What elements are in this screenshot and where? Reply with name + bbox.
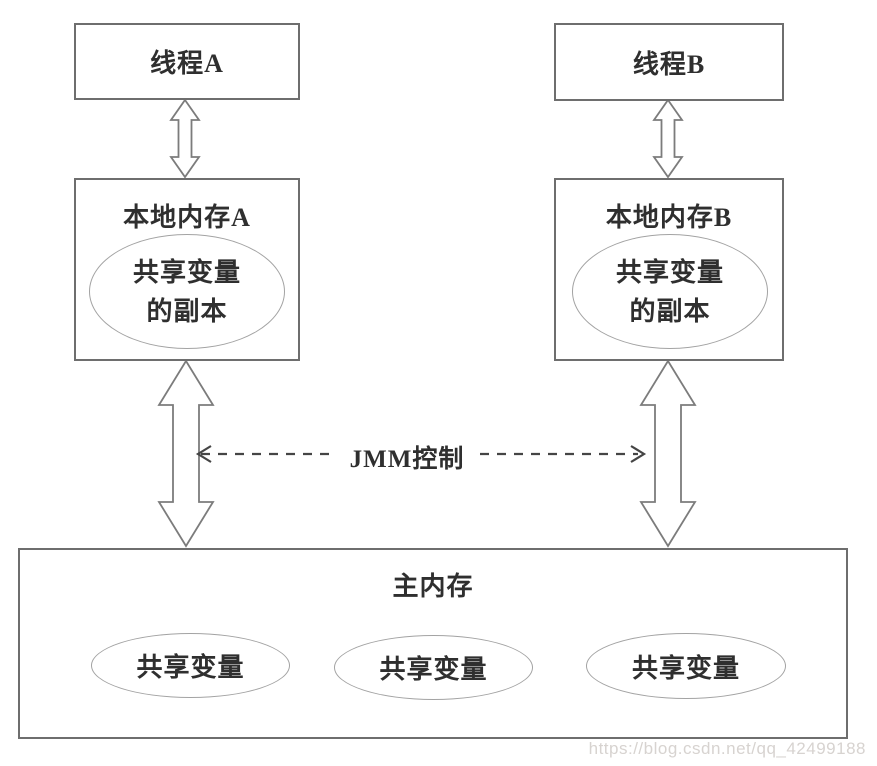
local-memory-b-box: 本地内存B 共享变量 的副本 <box>554 178 784 361</box>
shared-variable-copy-a-line1: 共享变量 <box>132 257 241 287</box>
shared-variable-label: 共享变量 <box>631 653 740 683</box>
shared-variable-copy-a-ellipse: 共享变量 的副本 <box>89 234 285 349</box>
local-memory-a-box: 本地内存A 共享变量 的副本 <box>74 178 300 361</box>
thread-a-local-memory-a-arrow <box>169 98 201 179</box>
thread-a-label: 线程A <box>150 49 224 78</box>
thread-b-box: 线程B <box>554 23 784 101</box>
main-memory-box: 主内存 共享变量 共享变量 共享变量 <box>18 548 848 739</box>
shared-variable-ellipse: 共享变量 <box>334 635 533 700</box>
shared-variable-ellipse: 共享变量 <box>586 633 786 699</box>
thread-a-box: 线程A <box>74 23 300 100</box>
local-memory-a-main-memory-arrow <box>157 359 215 548</box>
local-memory-a-title: 本地内存A <box>123 203 251 232</box>
thread-b-local-memory-b-arrow <box>652 98 684 179</box>
main-memory-title: 主内存 <box>392 572 474 601</box>
shared-variable-label: 共享变量 <box>136 653 245 682</box>
shared-variable-copy-b-line2: 的副本 <box>629 296 711 326</box>
shared-variable-label: 共享变量 <box>379 655 488 684</box>
jmm-control-label: JMM控制 <box>349 446 465 473</box>
thread-b-label: 线程B <box>632 49 706 79</box>
shared-variable-copy-b-line1: 共享变量 <box>615 257 724 287</box>
local-memory-b-title: 本地内存B <box>605 203 733 232</box>
shared-variable-copy-b-ellipse: 共享变量 的副本 <box>572 234 768 349</box>
watermark-url: https://blog.csdn.net/qq_42499188 <box>588 739 866 758</box>
local-memory-b-main-memory-arrow <box>639 359 697 548</box>
shared-variable-copy-a-line2: 的副本 <box>146 296 228 326</box>
shared-variable-ellipse: 共享变量 <box>91 633 290 698</box>
jmm-control-dashed-arrow <box>195 445 647 463</box>
